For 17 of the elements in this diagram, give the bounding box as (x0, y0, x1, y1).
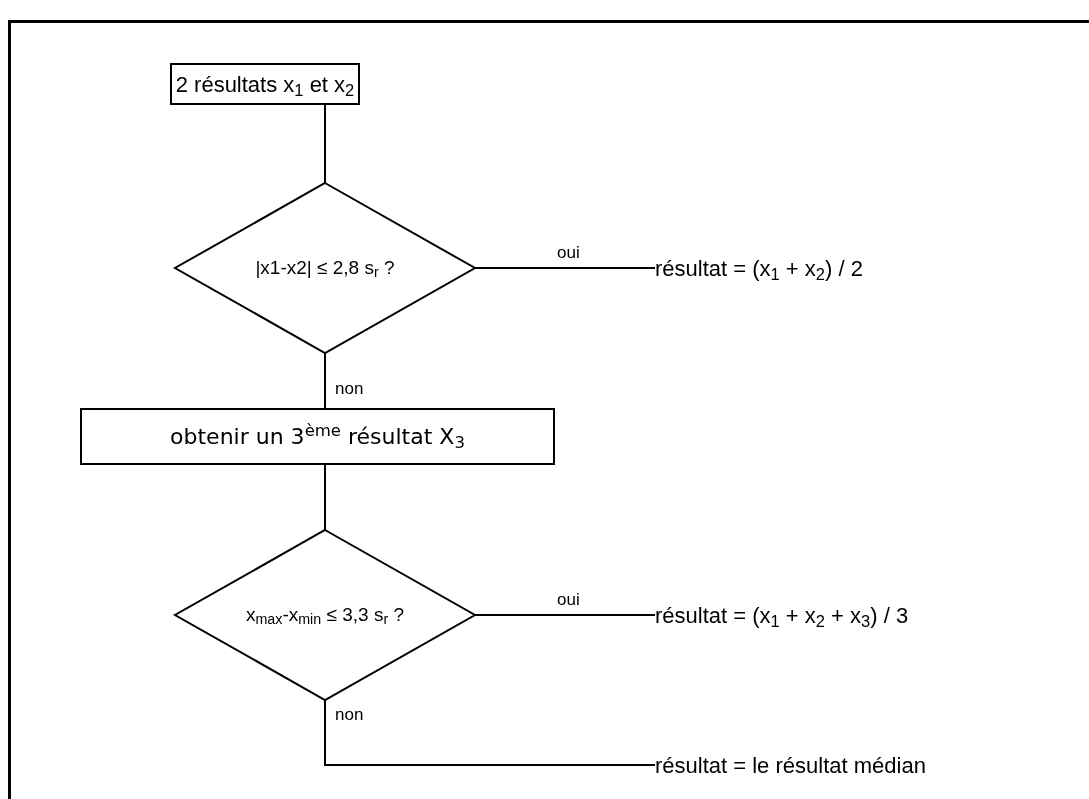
connector-line (324, 104, 326, 184)
node-text: résultat = (x$_{1}$ + x$_{2}$) / 2 (655, 254, 863, 285)
connector-line (324, 464, 326, 531)
process-box (80, 408, 555, 465)
edge-label: oui (555, 591, 582, 608)
node-text: |x1-x2| ≤ 2,8 s$_{r}$ ? (255, 255, 395, 283)
node-text: résultat = (x$_{1}$ + x$_{2}$ + x$_{3}$) / 3 (655, 601, 909, 632)
process-box (170, 63, 360, 105)
node-text: 2 résultats x$_{1}$ et x$_{2}$ (175, 70, 355, 101)
node-text: résultat = le résultat médian (655, 751, 926, 780)
connector-line (474, 267, 656, 269)
connector-line (324, 352, 326, 409)
connector-line (474, 614, 656, 616)
edge-label: oui (555, 244, 582, 261)
node-text: x$_{max}$-x$_{min}$ ≤ 3,3 s$_{r}$ ? (246, 602, 404, 630)
node-text: obtenir un 3$^{ème}$ résultat X$_{3}$ (170, 420, 465, 453)
connector-line (324, 699, 656, 766)
